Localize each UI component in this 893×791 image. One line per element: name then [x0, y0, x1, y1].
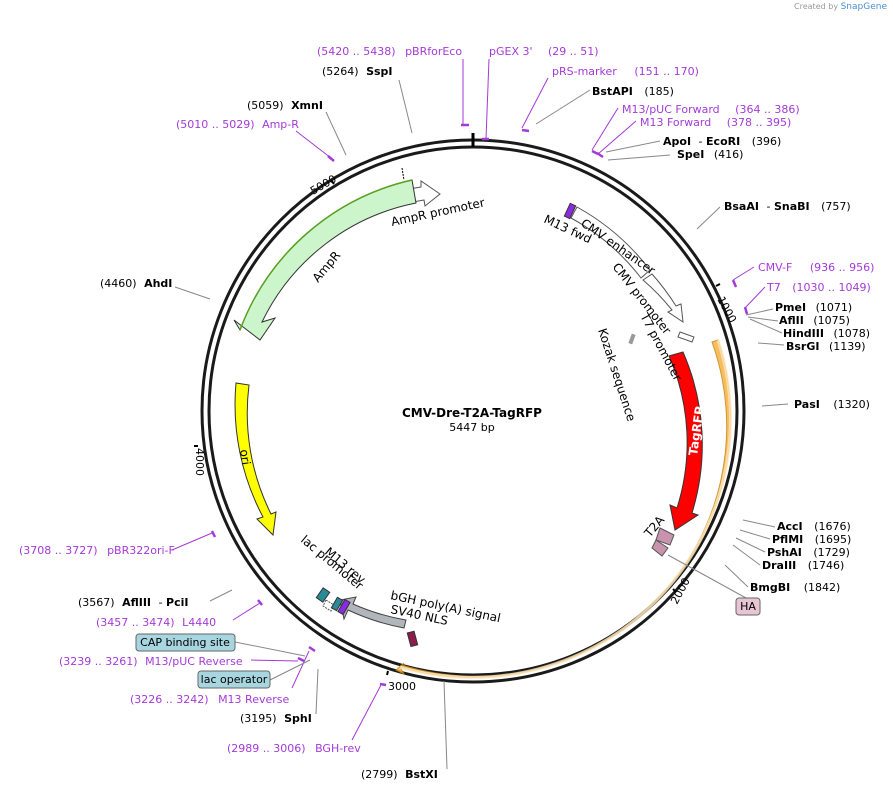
primer-l4440: (3457 .. 3474) L4440	[96, 616, 216, 629]
enz-draiii: DraIII (1746)	[762, 559, 844, 572]
t7-promoter-arrow	[677, 331, 695, 343]
primer-prs-marker: pRS-marker (151 .. 170)	[552, 65, 699, 78]
bgh-polya-arrow	[339, 596, 407, 629]
m13-fwd-marker	[563, 202, 577, 220]
lac-promoter-marker	[322, 599, 335, 612]
snapgene-credit: Created by SnapGene	[794, 2, 887, 12]
ampr-outline	[239, 179, 413, 331]
enz-aflii: AflII (1075)	[779, 314, 850, 327]
cap-binding-site-label: CAP binding site	[135, 633, 306, 657]
enz-acci: AccI (1676)	[777, 520, 851, 533]
kozak-marker	[628, 333, 636, 345]
tagrfp-arrow	[668, 351, 703, 531]
sv40-nls-marker	[406, 630, 419, 648]
enz-bstapi: BstAPI (185)	[592, 85, 674, 98]
ha-label: HA	[667, 554, 761, 616]
enz-bsrgi: BsrGI (1139)	[786, 340, 866, 353]
lac-operator-label: lac operator	[197, 659, 311, 689]
tick-4000: 4000	[193, 445, 206, 476]
ha-tag-arrow	[651, 539, 669, 557]
enz-bmgbi: BmgBI (1842)	[750, 581, 840, 594]
svg-text:CAP binding site: CAP binding site	[140, 636, 230, 649]
enz-spei: SpeI (416)	[677, 148, 743, 161]
lac-operator-marker	[330, 596, 344, 612]
enz-bsaai-snabi: BsaAI - SnaBI (757)	[724, 200, 851, 213]
label-ori: ori	[237, 448, 253, 465]
enz-bstxi: (2799) BstXI	[361, 768, 438, 781]
primer-pgex3: pGEX 3' (29 .. 51)	[489, 45, 599, 58]
enz-ahdi: (4460) AhdI	[100, 277, 172, 290]
svg-text:HA: HA	[740, 600, 756, 613]
enz-afliii-pcii: (3567) AflIII - PciI	[78, 596, 188, 609]
primer-cmv-f: CMV-F (936 .. 956)	[758, 261, 874, 274]
primer-t7: T7 (1030 .. 1049)	[766, 281, 871, 294]
cap-site-marker	[315, 587, 331, 603]
tick-3000: 3000	[386, 670, 416, 693]
enz-pasi: PasI (1320)	[794, 398, 870, 411]
primer-m13puc-forward: M13/pUC Forward (364 .. 386)	[622, 103, 800, 116]
label-tagrfp: TagRFP	[686, 405, 707, 456]
ori-arrow	[234, 382, 277, 537]
primer-bgh-rev: (2989 .. 3006) BGH-rev	[227, 742, 361, 755]
primer-amp-r: (5010 .. 5029) Amp-R	[176, 118, 299, 131]
tick-label-4000: 4000	[193, 448, 206, 476]
primer-pbrforeco: (5420 .. 5438) pBRforEco	[317, 45, 462, 58]
enz-pshai: PshAI (1729)	[767, 546, 850, 559]
m13-rev-marker	[337, 598, 351, 616]
snapgene-logo: SnapGene	[840, 2, 887, 12]
label-lac-promoter: lac promoter	[298, 533, 366, 593]
t2a-arrow	[655, 527, 675, 546]
tick-label-2000: 2000	[668, 576, 693, 607]
enz-sspi: (5264) SspI	[322, 65, 393, 78]
tick-1000: 1000	[714, 283, 739, 325]
label-ampr: AmpR	[310, 248, 344, 284]
primer-m13-reverse: (3226 .. 3242) M13 Reverse	[130, 693, 289, 706]
enz-apoi-ecori: ApoI - EcoRI (396)	[663, 135, 781, 148]
tick-2000: 2000	[668, 576, 693, 607]
primer-m13puc-reverse: (3239 .. 3261) M13/pUC Reverse	[59, 655, 243, 668]
enz-hindiii: HindIII (1078)	[783, 327, 870, 340]
leader-lines	[174, 79, 789, 770]
plasmid-name: CMV-Dre-T2A-TagRFP	[402, 406, 542, 420]
primer-pbr322ori-f: (3708 .. 3727) pBR322ori-F	[19, 544, 175, 557]
svg-text:lac operator: lac operator	[201, 673, 268, 686]
cmv-promoter-arrow	[642, 273, 684, 324]
primer-m13-forward: M13 Forward (378 .. 395)	[640, 116, 791, 129]
primer-leaders	[171, 58, 766, 741]
tick-label-3000: 3000	[388, 680, 416, 693]
credit-prefix: Created by	[794, 2, 839, 11]
enz-pfimi: PflMI (1695)	[772, 533, 851, 546]
enz-xmni: (5059) XmnI	[247, 99, 323, 112]
plasmid-length: 5447 bp	[449, 421, 494, 434]
cmv-enhancer-arrow	[570, 206, 651, 279]
enz-pmei: PmeI (1071)	[775, 301, 852, 314]
enz-sphi: (3195) SphI	[240, 712, 312, 725]
